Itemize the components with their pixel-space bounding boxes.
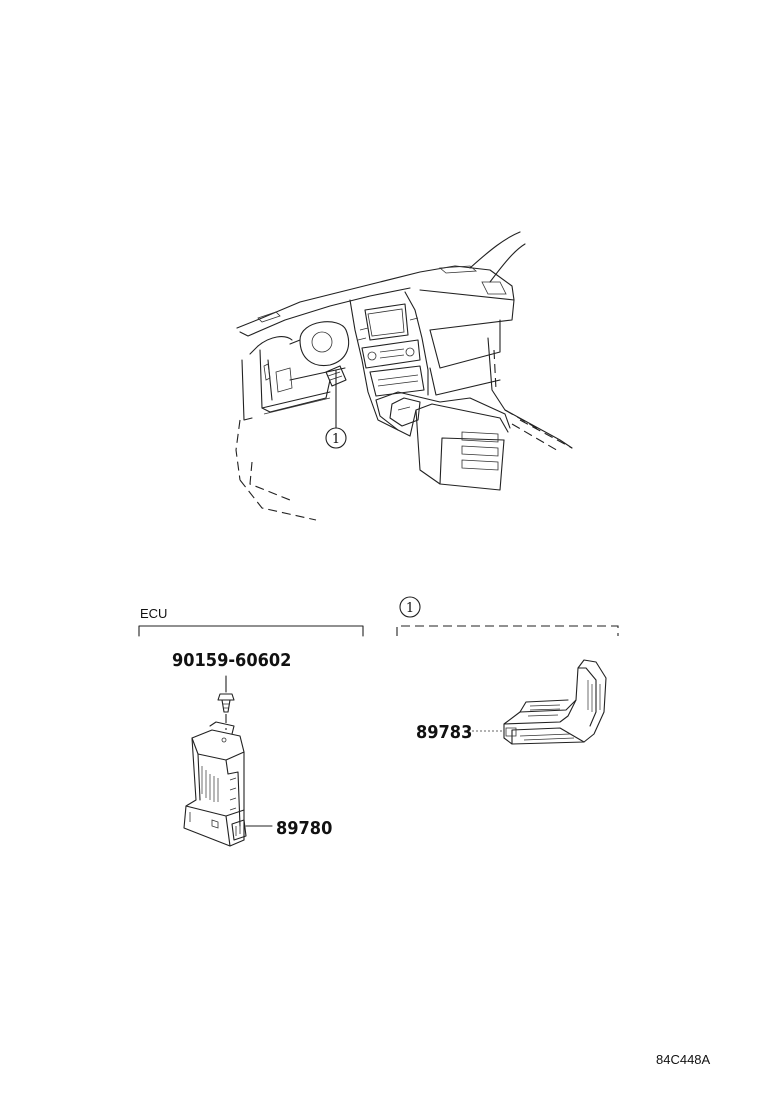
part-number-89783: 89783 — [416, 722, 472, 743]
sensor-89783: 89783 — [416, 659, 607, 745]
callout-marker: 1 — [325, 427, 347, 449]
ecu-section: ECU — [138, 606, 364, 637]
diagram-code: 84C448A — [656, 1052, 711, 1067]
callout-marker-text: 1 — [332, 432, 340, 447]
part-number-89780: 89780 — [276, 818, 332, 839]
part-number-90159-60602: 90159-60602 — [172, 650, 291, 671]
ecu-89780: 89780 — [183, 721, 332, 847]
detail-section: 1 — [396, 596, 619, 636]
bolt-90159-60602: 90159-60602 — [172, 650, 291, 730]
dashboard-illustration — [235, 231, 573, 521]
ecu-section-label: ECU — [140, 606, 167, 621]
detail-section-marker: 1 — [406, 601, 414, 616]
